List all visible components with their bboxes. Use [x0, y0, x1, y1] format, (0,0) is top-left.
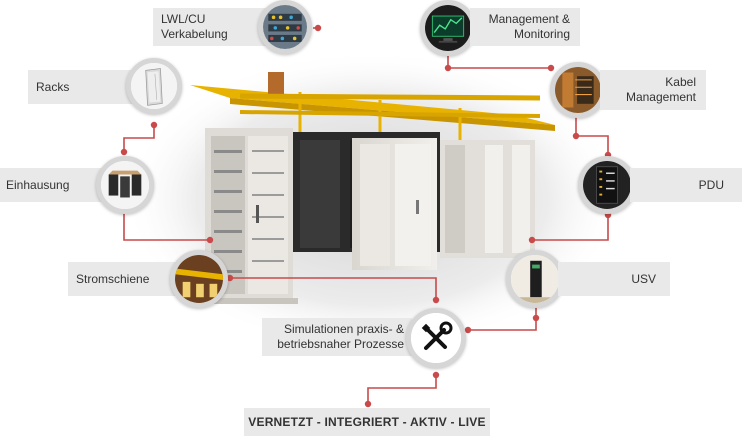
- label-simulation-line1: Simulationen praxis- &: [283, 322, 404, 336]
- tools-icon: [406, 308, 466, 368]
- monitoring-screen-icon: [420, 0, 476, 56]
- label-kabel-management: Kabel Management: [600, 70, 706, 110]
- label-management-monitoring: Management & Monitoring: [470, 8, 580, 46]
- label-kabel-line1: Kabel: [665, 75, 696, 89]
- label-usv: USV: [558, 262, 670, 296]
- rack-cabinet-icon: [126, 58, 182, 114]
- cable-management-photo-icon: [550, 62, 606, 118]
- pdu-rack-icon: [578, 156, 636, 214]
- label-kabel-line2: Management: [625, 90, 696, 104]
- label-lwl-line1: LWL/CU: [161, 12, 206, 26]
- busbar-track: [190, 72, 555, 145]
- ups-cabinet-icon: [506, 250, 564, 308]
- label-pdu: PDU: [630, 168, 742, 202]
- label-stromschiene: Stromschiene: [68, 262, 184, 296]
- label-simulationen: Simulationen praxis- & betriebsnaher Pro…: [262, 318, 412, 356]
- rack-middle: [352, 138, 437, 270]
- busbar-photo-icon: [170, 250, 228, 308]
- label-lwl-line2: Verkabelung: [161, 27, 228, 41]
- containment-icon: [96, 156, 154, 214]
- fiber-cabling-photo-icon: [258, 0, 312, 54]
- tagline: VERNETZT - INTEGRIERT - AKTIV - LIVE: [244, 408, 490, 436]
- label-einhausung: Einhausung: [0, 168, 110, 202]
- label-management-line1: Management &: [488, 12, 570, 26]
- label-racks: Racks: [28, 70, 138, 104]
- label-simulation-line2: betriebsnaher Prozesse: [277, 337, 404, 351]
- label-lwl-verkabelung: LWL/CU Verkabelung: [153, 8, 269, 46]
- label-management-line2: Monitoring: [513, 27, 570, 41]
- rack-row-back: [290, 132, 535, 258]
